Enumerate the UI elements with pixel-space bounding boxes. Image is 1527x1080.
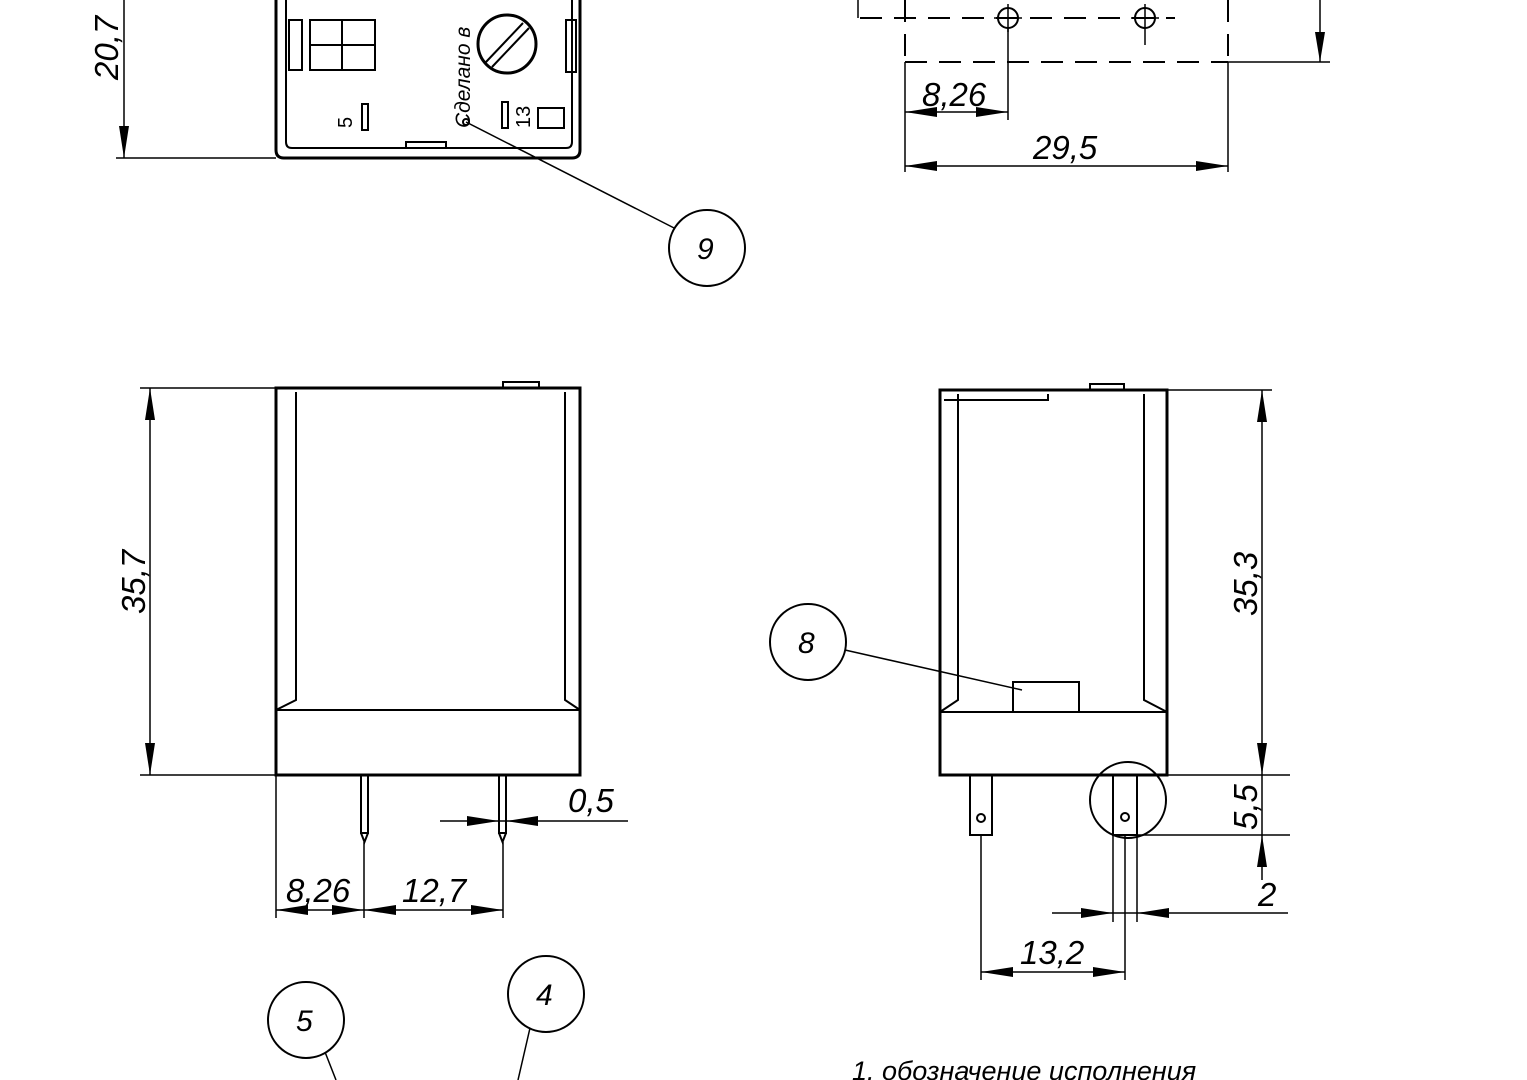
balloon-5-label: 5 xyxy=(296,1005,313,1038)
screw-icon xyxy=(476,13,538,75)
balloon-4-label: 4 xyxy=(536,979,553,1012)
dimension-label-12-7: 12,7 xyxy=(402,872,468,909)
front-view xyxy=(274,381,582,845)
callout-4: 4 xyxy=(507,955,585,1080)
pin-label-5: 5 xyxy=(335,117,357,128)
callout-8: 8 xyxy=(769,603,1023,691)
dimension-label-20-7: 20,7 xyxy=(88,14,125,81)
dimension-29-5: 29,5 xyxy=(905,62,1229,172)
balloon-9-label: 9 xyxy=(697,233,714,266)
dimension-label-2: 2 xyxy=(1257,876,1276,913)
dimension-5-5: 5,5 xyxy=(1137,775,1290,880)
callout-9: 9 xyxy=(462,118,746,287)
dimension-2: 2 xyxy=(1052,835,1288,922)
dimension-13-2: 13,2 xyxy=(980,835,1126,980)
dimension-label-0-5: 0,5 xyxy=(568,782,615,819)
pin-layout-view xyxy=(857,0,1330,63)
side-view xyxy=(938,383,1169,839)
dimension-0-5: 0,5 xyxy=(440,782,628,826)
dimension-35-3: 35,3 xyxy=(1167,389,1290,776)
dimension-label-13-2: 13,2 xyxy=(1020,934,1084,971)
dimension-label-35-7: 35,7 xyxy=(115,548,152,614)
pin-label-13: 13 xyxy=(513,106,535,128)
callout-5: 5 xyxy=(267,981,345,1080)
dimension-label-5-5: 5,5 xyxy=(1227,783,1264,830)
marking-text: Сделано в xyxy=(452,27,475,128)
note-text: 1. обозначение исполнения xyxy=(852,1056,1196,1080)
label-plate xyxy=(1012,681,1080,713)
dimension-label-29-5: 29,5 xyxy=(1032,129,1098,166)
dimension-8-26-top: 8,26 xyxy=(904,28,1009,172)
dimension-35-7: 35,7 xyxy=(115,387,276,776)
dimension-label-35-3: 35,3 xyxy=(1227,551,1264,616)
top-view: 5 13 Сделано в xyxy=(274,0,582,160)
dimension-front-pins: 8,26 12,7 xyxy=(275,775,504,918)
dimension-20-7: 20,7 xyxy=(88,0,276,159)
dimension-label-8-26-front: 8,26 xyxy=(286,872,351,909)
dimension-label-8-26-top: 8,26 xyxy=(922,76,987,113)
balloon-8-label: 8 xyxy=(798,627,815,660)
detail-circle xyxy=(1089,761,1167,839)
